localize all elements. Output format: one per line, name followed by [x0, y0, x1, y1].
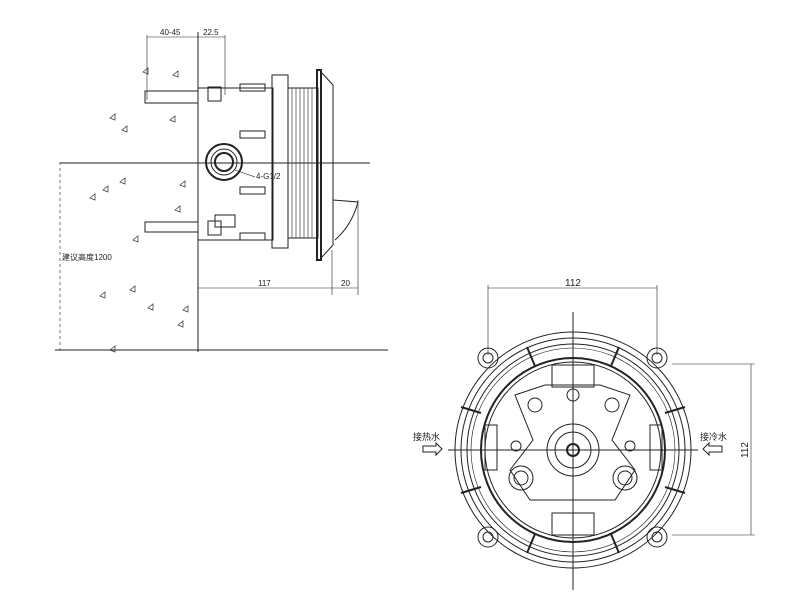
side-view: 40-45 22.5 117 20 建议高度1200 4-G1/2: [55, 28, 388, 353]
dim-offset: 22.5: [203, 28, 219, 37]
thread-label: 4-G1/2: [256, 172, 281, 181]
dim-body-depth: 117: [258, 279, 271, 288]
dim-width: 112: [565, 278, 581, 289]
ring-segment-dividers: [460, 346, 686, 554]
dim-height: 112: [740, 442, 751, 458]
valve-body: 4-G1/2: [144, 69, 359, 261]
mounting-lugs: [477, 347, 668, 548]
dim-trim-depth: 20: [341, 279, 350, 288]
valve-core: [484, 364, 663, 536]
dim-depth-range: 40-45: [160, 28, 181, 37]
cold-inlet-label: 接冷水: [700, 431, 727, 442]
height-label: 建议高度1200: [62, 252, 112, 262]
hot-inlet-arrow-icon: [422, 441, 443, 457]
concrete-wall: [59, 67, 189, 353]
cold-inlet-arrow-icon: [702, 441, 723, 457]
hot-inlet-label: 接热水: [413, 431, 440, 442]
front-view: 112 112: [413, 278, 755, 590]
